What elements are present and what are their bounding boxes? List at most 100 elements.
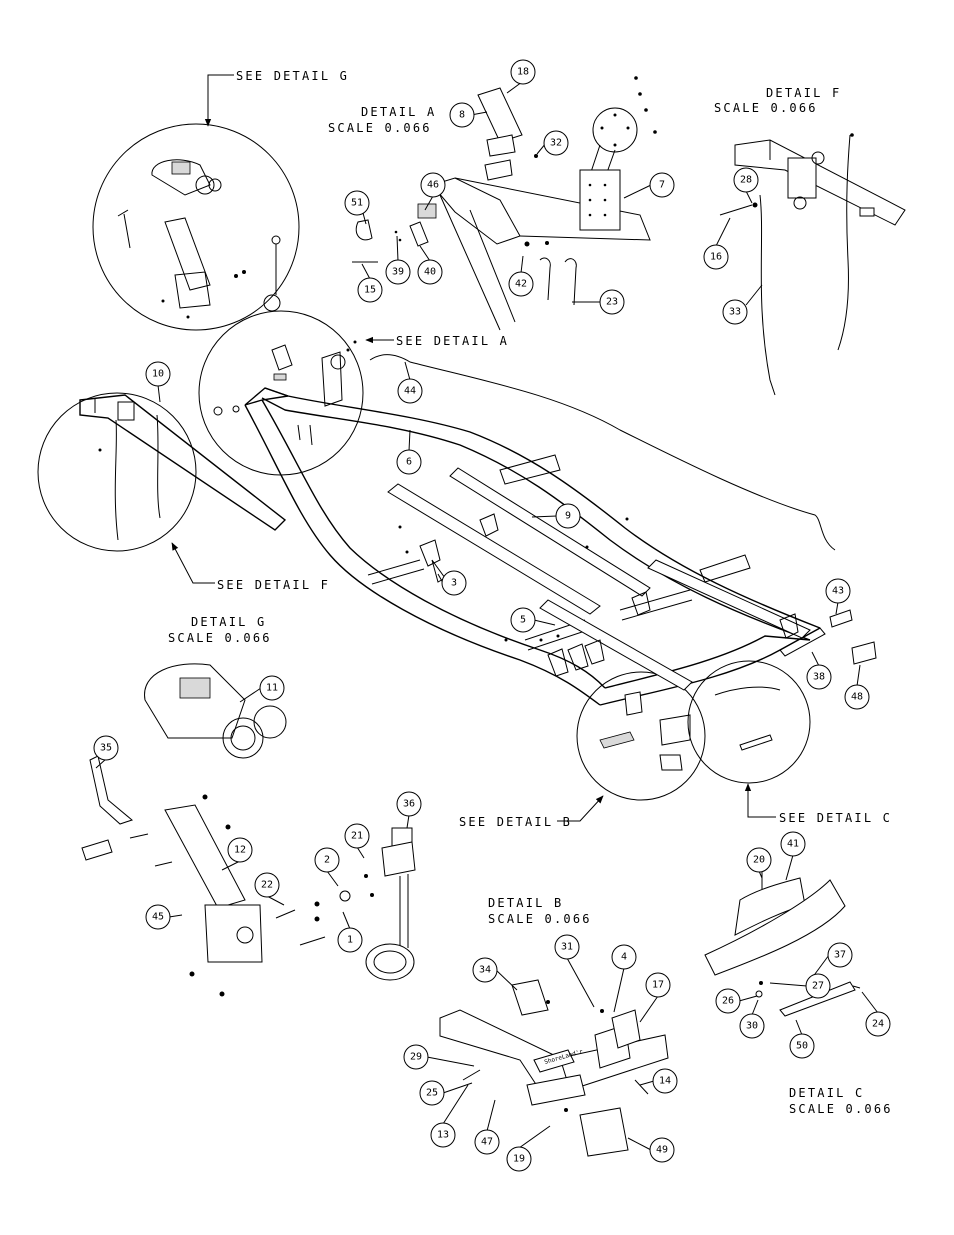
balloon-circle	[827, 942, 853, 968]
balloon-circle	[93, 735, 119, 761]
part-balloon: 48	[844, 664, 870, 710]
part-number-label: 32	[550, 138, 562, 149]
part-balloon: 20	[746, 847, 772, 879]
part-balloon: 45	[145, 904, 183, 930]
balloon-circle	[739, 1013, 765, 1039]
part-number-label: 23	[606, 297, 618, 308]
part-number-label: 25	[426, 1088, 438, 1099]
part-balloon: 13	[430, 1084, 469, 1148]
part-number-label: 6	[406, 457, 412, 468]
trailer-main-frame	[244, 387, 826, 706]
detail-f-title: DETAIL F	[766, 86, 841, 100]
detail-a-exploded	[352, 76, 657, 331]
balloon-leader-line	[623, 184, 652, 199]
part-balloon: 17	[639, 972, 671, 1023]
see-detail-b-label: SEE DETAIL B	[459, 815, 572, 829]
balloon-circle	[865, 1011, 891, 1037]
part-number-label: 22	[261, 880, 273, 891]
balloon-circle	[474, 1129, 500, 1155]
detail-b-title: DETAIL B	[488, 896, 563, 910]
balloon-leader-line	[442, 1084, 469, 1125]
part-balloon: 26	[715, 988, 758, 1014]
balloon-circle	[357, 277, 383, 303]
detail-g-thumbnail	[117, 159, 281, 319]
balloon-circle	[510, 59, 536, 85]
balloon-circle	[780, 831, 806, 857]
part-balloon: 29	[403, 1044, 475, 1070]
balloon-circle	[611, 944, 637, 970]
part-balloon: 38	[806, 651, 832, 690]
part-number-label: 51	[351, 198, 363, 209]
part-number-label: 28	[740, 175, 752, 186]
part-number-label: 9	[565, 511, 571, 522]
part-balloon: 10	[145, 361, 171, 403]
detail-c-circle	[687, 660, 811, 784]
balloon-circle	[420, 172, 446, 198]
part-number-label: 19	[513, 1154, 525, 1165]
part-number-label: 35	[100, 743, 112, 754]
balloon-circle	[645, 972, 671, 998]
balloon-circle	[396, 791, 422, 817]
part-balloon: 9	[531, 503, 581, 529]
balloon-leader-line	[769, 982, 808, 987]
balloon-leader-line	[424, 195, 434, 211]
part-balloon: 34	[472, 957, 518, 991]
part-number-label: 39	[392, 267, 404, 278]
balloon-leader-line	[785, 854, 794, 881]
balloon-circle	[337, 927, 363, 953]
balloon-circle	[805, 973, 831, 999]
balloon-circle	[417, 259, 443, 285]
part-balloon: 24	[861, 991, 891, 1037]
detail-c-exploded	[704, 870, 861, 1017]
part-balloon: 41	[780, 831, 806, 881]
part-balloon: 4	[611, 944, 637, 1013]
part-number-label: 30	[746, 1021, 758, 1032]
part-number-label: 31	[561, 942, 573, 953]
balloon-circle	[722, 299, 748, 325]
balloon-leader-line	[406, 814, 410, 829]
balloon-circle	[599, 289, 625, 315]
detail-f-scale: SCALE 0.066	[714, 101, 818, 115]
part-number-label: 11	[266, 683, 278, 694]
balloon-circle	[314, 847, 340, 873]
balloon-leader-line	[639, 1080, 655, 1086]
part-balloon: 39	[385, 235, 411, 285]
part-number-label: 36	[403, 799, 415, 810]
balloon-leader-line	[835, 601, 839, 615]
balloon-leader-line	[745, 284, 763, 306]
balloon-circle	[649, 1137, 675, 1163]
balloon-leader-line	[533, 619, 556, 626]
part-balloon: 11	[239, 675, 285, 703]
part-number-label: 33	[729, 307, 741, 318]
part-number-label: 14	[659, 1076, 671, 1087]
balloon-leader-line	[639, 995, 659, 1023]
balloon-circle	[403, 1044, 429, 1070]
balloon-leader-line	[531, 515, 558, 518]
part-balloon: 6	[396, 429, 422, 475]
part-number-label: 42	[515, 279, 527, 290]
part-number-label: 17	[652, 980, 664, 991]
balloon-circle	[825, 578, 851, 604]
part-balloon: 1	[337, 911, 363, 953]
part-number-label: 21	[351, 831, 363, 842]
balloon-leader-line	[495, 969, 518, 991]
balloon-leader-line	[342, 911, 351, 930]
balloon-leader-line	[95, 758, 107, 769]
part-balloon: 32	[536, 130, 569, 156]
part-balloon: 40	[417, 245, 443, 285]
detail-b-c-thumbnails	[599, 609, 877, 771]
balloon-circle	[397, 378, 423, 404]
detail-a-thumbnail	[213, 340, 357, 446]
part-number-label: 10	[152, 369, 164, 380]
part-balloon: 8	[449, 102, 488, 128]
part-number-label: 7	[659, 180, 665, 191]
balloon-leader-line	[520, 255, 524, 274]
balloon-leader-line	[811, 651, 820, 667]
balloon-circle	[254, 872, 280, 898]
balloon-circle	[449, 102, 475, 128]
balloon-circle	[746, 847, 772, 873]
balloon-circle	[385, 259, 411, 285]
balloon-leader-line	[266, 895, 285, 906]
